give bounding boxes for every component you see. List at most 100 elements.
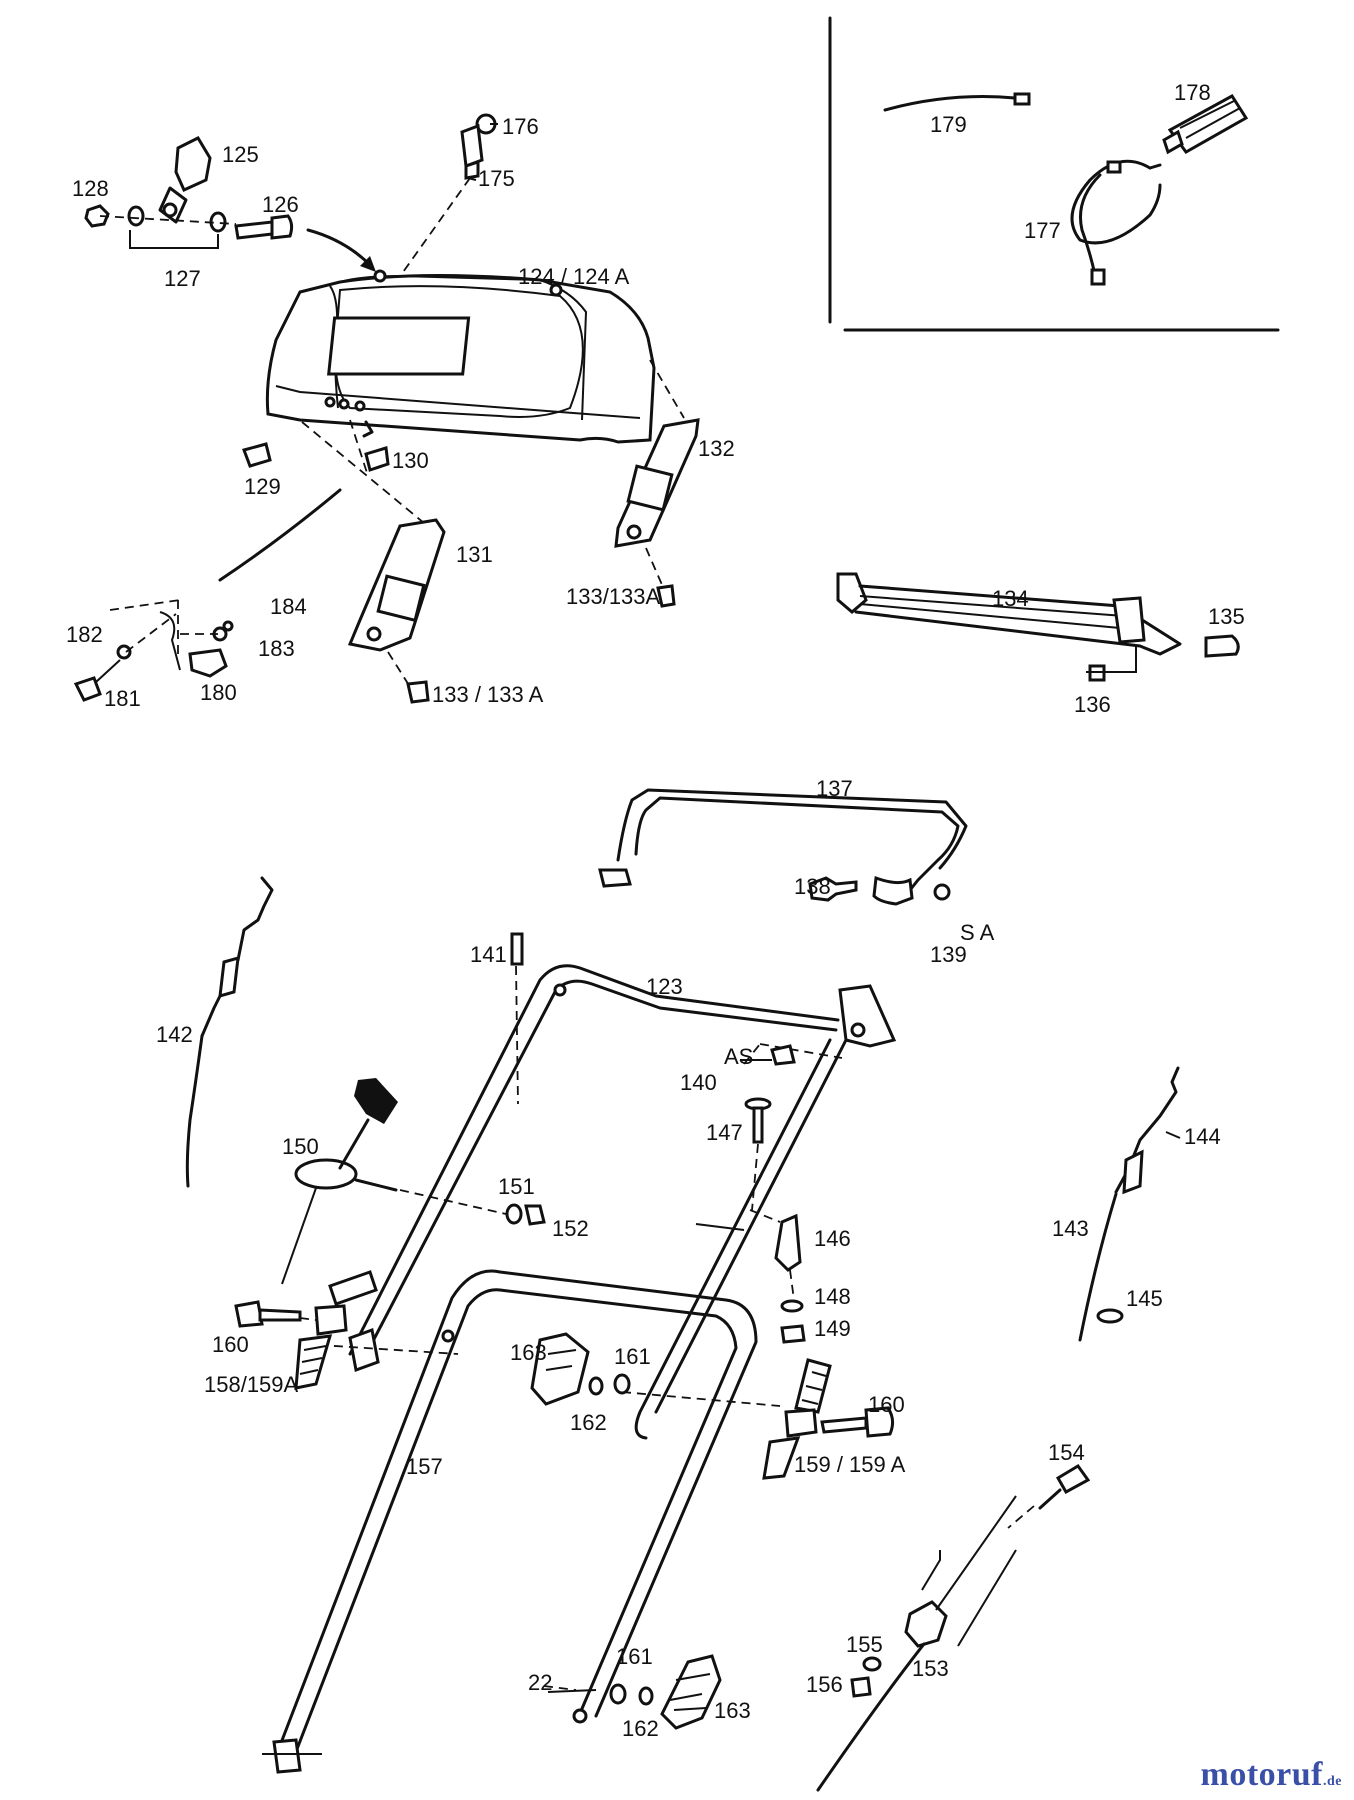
part-180-wire [159, 611, 181, 671]
label-143: 143 [1052, 1216, 1089, 1241]
part-184-washer [222, 620, 234, 632]
label-150: 150 [282, 1134, 319, 1159]
part-175-176-fitting [460, 113, 497, 180]
washer-139 [933, 883, 951, 901]
part-140-screw [740, 1044, 796, 1066]
part-133-screw-a [656, 584, 676, 608]
label-144: 144 [1184, 1124, 1221, 1149]
part-134-bar [836, 572, 1182, 656]
leader-153a [935, 1495, 1017, 1611]
cable-153 [816, 1642, 926, 1792]
part-149-nut [780, 1324, 806, 1344]
part-148-washer [780, 1299, 804, 1313]
part-133-screw-b [406, 680, 430, 704]
part-141-pin [510, 932, 524, 966]
label-156: 156 [806, 1672, 843, 1697]
label-22: 22 [528, 1670, 552, 1695]
label-147: 147 [706, 1120, 743, 1145]
part-181-screw [73, 659, 121, 702]
leader-136 [1086, 646, 1137, 673]
label-180: 180 [200, 680, 237, 705]
label-153: 153 [912, 1656, 949, 1681]
part-180-clamp [188, 648, 228, 678]
label-160b: 160 [868, 1392, 905, 1417]
label-178: 178 [1174, 80, 1211, 105]
label-175: 175 [478, 166, 515, 191]
label-135: 135 [1208, 604, 1245, 629]
label-163b: 163 [714, 1698, 751, 1723]
label-SA: S A [960, 920, 995, 945]
label-132: 132 [698, 436, 735, 461]
label-134: 134 [992, 586, 1029, 611]
label-138: 138 [794, 874, 831, 899]
part-156-nut [850, 1676, 872, 1698]
part-161-washer-upper [613, 1373, 631, 1395]
part-157-lower-handle [272, 1269, 758, 1774]
label-159: 159 / 159 A [794, 1452, 906, 1477]
part-126-bolt [234, 214, 294, 240]
part-135-knob [1204, 634, 1240, 658]
part-123-handle-frame [348, 964, 897, 1440]
label-146: 146 [814, 1226, 851, 1251]
part-152-nut [524, 1204, 546, 1226]
part-132-bracket [614, 418, 700, 548]
label-148: 148 [814, 1284, 851, 1309]
label-133a: 133/133A [566, 584, 661, 609]
label-140: 140 [680, 1070, 717, 1095]
leader-153b [957, 1549, 1017, 1647]
label-128: 128 [72, 176, 109, 201]
label-177: 177 [1024, 218, 1061, 243]
part-142-cable [185, 876, 274, 1188]
part-131-bracket [347, 518, 446, 652]
label-162a: 162 [570, 1410, 607, 1435]
label-154: 154 [1048, 1440, 1085, 1465]
label-157: 157 [406, 1454, 443, 1479]
label-133b: 133 / 133 A [432, 682, 544, 707]
label-160a: 160 [212, 1332, 249, 1357]
brand-watermark: motoruf.de [1201, 1756, 1342, 1794]
part-137-upper-handle [598, 788, 968, 892]
label-141: 141 [470, 942, 507, 967]
part-150-lever [281, 1078, 398, 1285]
label-131: 131 [456, 542, 493, 567]
part-162-washer-lower [638, 1686, 654, 1706]
label-158: 158/159A [204, 1372, 299, 1397]
part-151-washer [505, 1203, 523, 1225]
label-176: 176 [502, 114, 539, 139]
part-145-washer [1096, 1308, 1124, 1324]
label-151: 151 [498, 1174, 535, 1199]
label-136: 136 [1074, 692, 1111, 717]
part-143-144-cable [1078, 1066, 1180, 1342]
part-159-spring [762, 1358, 832, 1480]
label-184: 184 [270, 594, 307, 619]
part-177-wire [1070, 159, 1162, 286]
part-146-clip [774, 1213, 802, 1272]
part-182-washer [116, 644, 132, 660]
part-160-bolt-right [820, 1406, 895, 1438]
part-179-cable-end [883, 92, 1031, 112]
label-155: 155 [846, 1632, 883, 1657]
part-153-clip [904, 1550, 948, 1648]
label-124: 124 / 124 A [518, 264, 630, 289]
part-160-bolt-left [234, 1300, 302, 1328]
part-139-bracket [872, 875, 914, 906]
label-AS: AS [724, 1044, 753, 1069]
label-149: 149 [814, 1316, 851, 1341]
part-147-pin [744, 1097, 772, 1144]
part-154-screw [1038, 1464, 1091, 1510]
bracket-127 [129, 230, 219, 249]
label-161b: 161 [616, 1644, 653, 1669]
part-138-bolt [808, 876, 858, 902]
part-178-grip [1162, 94, 1249, 155]
label-142: 142 [156, 1022, 193, 1047]
part-163-knob-lower [660, 1654, 722, 1730]
label-162b: 162 [622, 1716, 659, 1741]
label-137: 137 [816, 776, 853, 801]
label-139: 139 [930, 942, 967, 967]
label-183: 183 [258, 636, 295, 661]
label-181: 181 [104, 686, 141, 711]
label-127: 127 [164, 266, 201, 291]
label-179: 179 [930, 112, 967, 137]
label-126: 126 [262, 192, 299, 217]
